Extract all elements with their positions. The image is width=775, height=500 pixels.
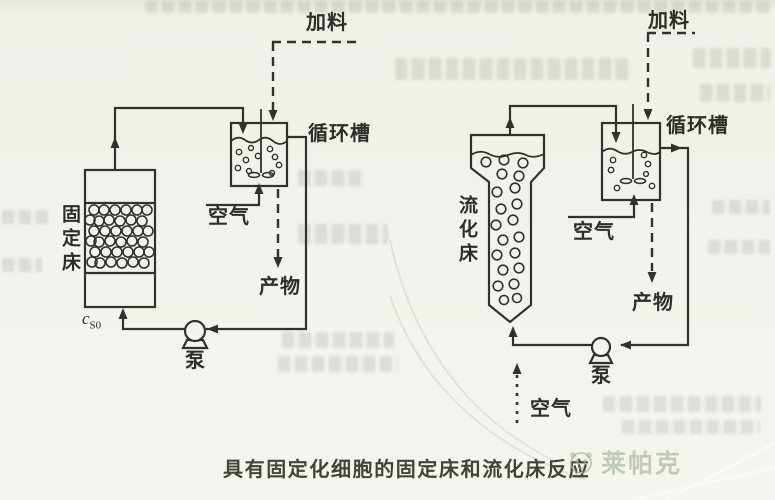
bleedthrough-row xyxy=(145,1,770,13)
figure-caption: 具有固定化细胞的固定床和流化床反应 xyxy=(223,459,591,481)
air-label-right-bottom: 空气 xyxy=(530,398,572,420)
bleedthrough-row xyxy=(298,170,366,186)
circulation-tank-label-left: 循环槽 xyxy=(308,123,371,145)
pipe-pump-to-column xyxy=(121,319,185,331)
bleedthrough-row xyxy=(712,200,770,214)
bed-section-lines xyxy=(85,201,155,275)
fixed-bed-label: 固定床 xyxy=(59,204,80,276)
air-label-left: 空气 xyxy=(208,206,250,228)
liquid-surface-right xyxy=(601,147,661,155)
feed-label-right: 加料 xyxy=(648,10,690,32)
circulation-tank-right xyxy=(600,121,662,202)
inlet-concentration-symbol: cS0 xyxy=(82,309,102,332)
pipe-air-inlet xyxy=(568,205,636,219)
flow-arrows-right xyxy=(505,109,682,374)
packed-bed-particles xyxy=(84,204,155,269)
pump-label-right: 泵 xyxy=(591,365,612,387)
pump-right xyxy=(588,336,614,365)
bleedthrough-row xyxy=(278,356,398,372)
pipe-column-to-tank xyxy=(113,106,245,170)
product-label-left: 产物 xyxy=(259,276,301,298)
liquid-surface-column xyxy=(470,150,545,158)
watermark-text: 莱帕克 xyxy=(601,450,683,478)
stirrer-impeller-right xyxy=(619,177,647,185)
air-bubbles-right xyxy=(607,151,656,192)
liquid-surface-left xyxy=(230,136,288,145)
bleedthrough-row xyxy=(603,396,761,412)
pipe-tank-to-pump xyxy=(621,146,690,347)
fixed-bed-column xyxy=(83,168,157,309)
bleedthrough-curves xyxy=(389,239,587,481)
bleedthrough-row xyxy=(2,258,42,272)
bleedthrough-row xyxy=(693,48,771,68)
fluidized-particles xyxy=(480,154,529,306)
product-label-right: 产物 xyxy=(632,292,674,314)
bleedthrough-row xyxy=(2,210,48,224)
panda-logo-icon xyxy=(570,452,592,474)
fluidized-bed-label: 流化床 xyxy=(456,195,477,267)
air-label-right-tank: 空气 xyxy=(573,221,615,243)
air-bubbles-left xyxy=(234,144,283,177)
pipe-air-inlet xyxy=(206,194,261,207)
fluidized-bed-column xyxy=(469,133,546,324)
bleedthrough-row xyxy=(298,224,388,244)
watermark: 莱帕克 xyxy=(566,444,682,480)
bleedthrough-row xyxy=(700,84,770,102)
feed-label-left: 加料 xyxy=(306,12,348,34)
feed-line-dashed xyxy=(646,31,695,108)
pipe-column-to-tank xyxy=(508,104,618,135)
pump-label-left: 泵 xyxy=(185,350,206,372)
feed-line-dashed xyxy=(271,40,360,110)
flow-arrows-left xyxy=(110,110,283,334)
pump-left xyxy=(181,319,209,350)
pipe-tank-to-pump xyxy=(206,135,308,331)
bleedthrough-row xyxy=(622,420,760,434)
bleedthrough-row xyxy=(708,240,770,254)
bleedthrough-row xyxy=(395,58,630,80)
paper-crease-lines xyxy=(631,441,775,500)
fixed-bed-reactor-loop xyxy=(83,40,360,350)
circulation-tank-label-right: 循环槽 xyxy=(666,115,729,137)
pipe-pump-to-column xyxy=(511,337,592,347)
bleedthrough-row xyxy=(282,332,394,348)
fluidized-bed-reactor-loop xyxy=(469,31,695,427)
